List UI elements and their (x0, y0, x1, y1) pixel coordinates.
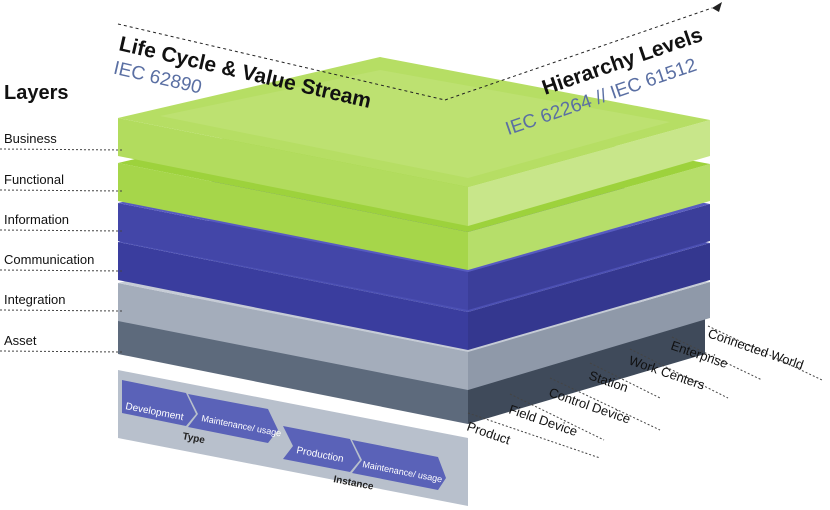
layer-leader-communication (0, 269, 123, 272)
layer-leader-asset (0, 350, 123, 353)
layer-label-functional: Functional (4, 172, 64, 187)
chevron-maintenance-type (188, 394, 278, 443)
layer-business (118, 57, 710, 226)
layer-label-integration: Integration (4, 292, 65, 307)
layers-heading: Layers (4, 82, 69, 104)
layer-leader-functional (0, 189, 123, 192)
svg-text:Product: Product (465, 419, 513, 448)
layer-label-business: Business (4, 131, 57, 146)
hierarchy-axis-line (444, 7, 713, 101)
svg-text:Field Device: Field Device (507, 402, 580, 439)
layer-leader-business (0, 148, 123, 151)
lifecycle-axis-line (117, 23, 446, 101)
hierarchy-level-connected-world: Connected World (706, 325, 823, 381)
layer-label-communication: Communication (4, 252, 94, 267)
layer-label-asset: Asset (4, 333, 37, 348)
chevron-maintenance-instance (352, 440, 446, 490)
hierarchy-arrow-icon (712, 2, 722, 12)
chevron-production (283, 426, 360, 472)
layer-label-information: Information (4, 212, 69, 227)
layer-leader-information (0, 229, 123, 232)
layer-leader-integration (0, 309, 123, 312)
lifecycle-band: Development Maintenance/ usage Productio… (118, 370, 468, 506)
chevron-development (122, 380, 196, 426)
type-label: Type (181, 431, 206, 446)
